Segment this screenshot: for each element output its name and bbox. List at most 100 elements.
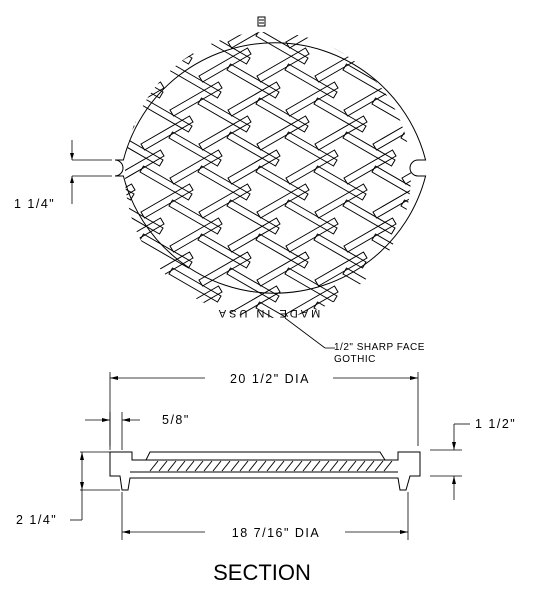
pattern-bar: [0, 354, 48, 388]
pattern-bar: [546, 166, 553, 200]
pattern-bar: [459, 200, 511, 234]
pattern-bar: [0, 268, 47, 302]
hatch-line: [338, 460, 348, 472]
pattern-bar: [125, 97, 135, 133]
hatch-line: [374, 460, 384, 472]
pattern-bar: [518, 354, 553, 388]
pattern-bar: [517, 0, 553, 30]
pattern-bar: [313, 301, 367, 318]
pattern-bar: [125, 47, 136, 83]
depth-dimension: 2 1/4": [16, 451, 120, 527]
pattern-bar: [371, 165, 411, 201]
made-in-usa-stamp: MADE IN USA: [216, 307, 321, 319]
pattern-bar: [226, 267, 280, 303]
pattern-bar: [489, 0, 541, 14]
notch-dimension: 1 1/4": [14, 140, 112, 211]
pattern-bar: [125, 267, 164, 303]
pattern-bar: [284, 131, 338, 167]
pattern-bar: [24, 302, 76, 336]
pattern-bar: [125, 32, 135, 65]
pattern-bar: [371, 301, 411, 318]
pattern-bar: [459, 268, 511, 302]
pattern-bar: [460, 150, 512, 184]
pattern-bar: [198, 183, 252, 219]
pattern-bar: [25, 320, 77, 354]
pattern-bar: [488, 302, 540, 336]
pattern-bar: [0, 336, 47, 370]
pattern-bar: [24, 30, 76, 64]
pattern-bar: [401, 0, 453, 30]
pattern-bar: [488, 370, 540, 404]
pattern-bar: [0, 370, 18, 404]
pattern-bar: [431, 252, 483, 286]
pattern-bar: [257, 0, 309, 14]
pattern-bar: [83, 0, 135, 14]
pattern-bar: [285, 0, 337, 30]
pattern-bar: [285, 217, 339, 253]
pattern-bar: [343, 217, 397, 253]
hatch-line: [176, 460, 186, 472]
pattern-bar: [342, 131, 396, 167]
pattern-bar: [125, 301, 135, 318]
hatch-line: [167, 460, 177, 472]
pattern-bar: [125, 251, 136, 287]
hatch-line: [158, 460, 168, 472]
pattern-bar: [518, 218, 553, 252]
pattern-bar: [517, 200, 553, 234]
pattern-bar: [227, 32, 281, 49]
pattern-bar: [256, 183, 310, 219]
hatch-line: [203, 460, 213, 472]
pattern-bar: [430, 234, 482, 268]
pattern-bar: [0, 252, 19, 286]
pattern-bar: [343, 32, 397, 49]
pattern-bar: [197, 97, 251, 133]
pattern-bar: [140, 115, 194, 151]
pattern-bar: [400, 131, 411, 167]
pattern-bar: [198, 47, 252, 83]
pattern-bar: [430, 370, 482, 404]
pattern-bar: [460, 286, 512, 320]
pattern-bar: [0, 320, 19, 354]
pattern-bar: [284, 199, 338, 235]
pattern-bar: [169, 149, 223, 185]
pattern-bar: [54, 150, 106, 184]
pattern-bar: [518, 150, 553, 184]
pattern-bar: [53, 200, 105, 234]
pattern-bar: [24, 166, 76, 200]
hatch-line: [239, 460, 249, 472]
pattern-bar: [517, 132, 553, 166]
hatch-line: [185, 460, 195, 472]
pattern-bar: [257, 320, 309, 354]
pattern-bar: [169, 285, 223, 318]
pattern-bar: [314, 47, 368, 83]
pattern-bar: [547, 0, 553, 14]
pattern-bar: [401, 32, 411, 49]
pattern-note-line2: GOTHIC: [334, 354, 376, 365]
hatch-line: [248, 460, 258, 472]
pattern-bar: [313, 97, 367, 133]
pattern-bar: [25, 252, 77, 286]
hatch-line: [320, 460, 330, 472]
pattern-bar: [459, 336, 511, 370]
pattern-bar: [169, 32, 223, 49]
hatch-line: [212, 460, 222, 472]
pattern-bar: [546, 98, 553, 132]
pattern-bar: [547, 184, 553, 218]
pattern-bar: [168, 199, 222, 235]
hatch-line: [284, 460, 294, 472]
pattern-bar: [227, 81, 281, 117]
pattern-bar: [430, 166, 482, 200]
pattern-bar: [53, 268, 105, 302]
pattern-bar: [169, 336, 221, 370]
pattern-bar: [517, 268, 553, 302]
pattern-bar: [285, 149, 339, 185]
pattern-bar: [255, 233, 309, 269]
pattern-bar: [53, 64, 105, 98]
pattern-bar: [125, 285, 165, 318]
pattern-bar: [0, 30, 18, 64]
hatch-line: [347, 460, 357, 472]
pattern-bar: [315, 0, 367, 14]
plan-view: MADE IN USA 1 1/4" 1/2" SHARP FACE GOTHI…: [0, 0, 553, 404]
pattern-bar: [0, 98, 18, 132]
pattern-note: 1/2" SHARP FACE GOTHIC: [284, 317, 424, 365]
